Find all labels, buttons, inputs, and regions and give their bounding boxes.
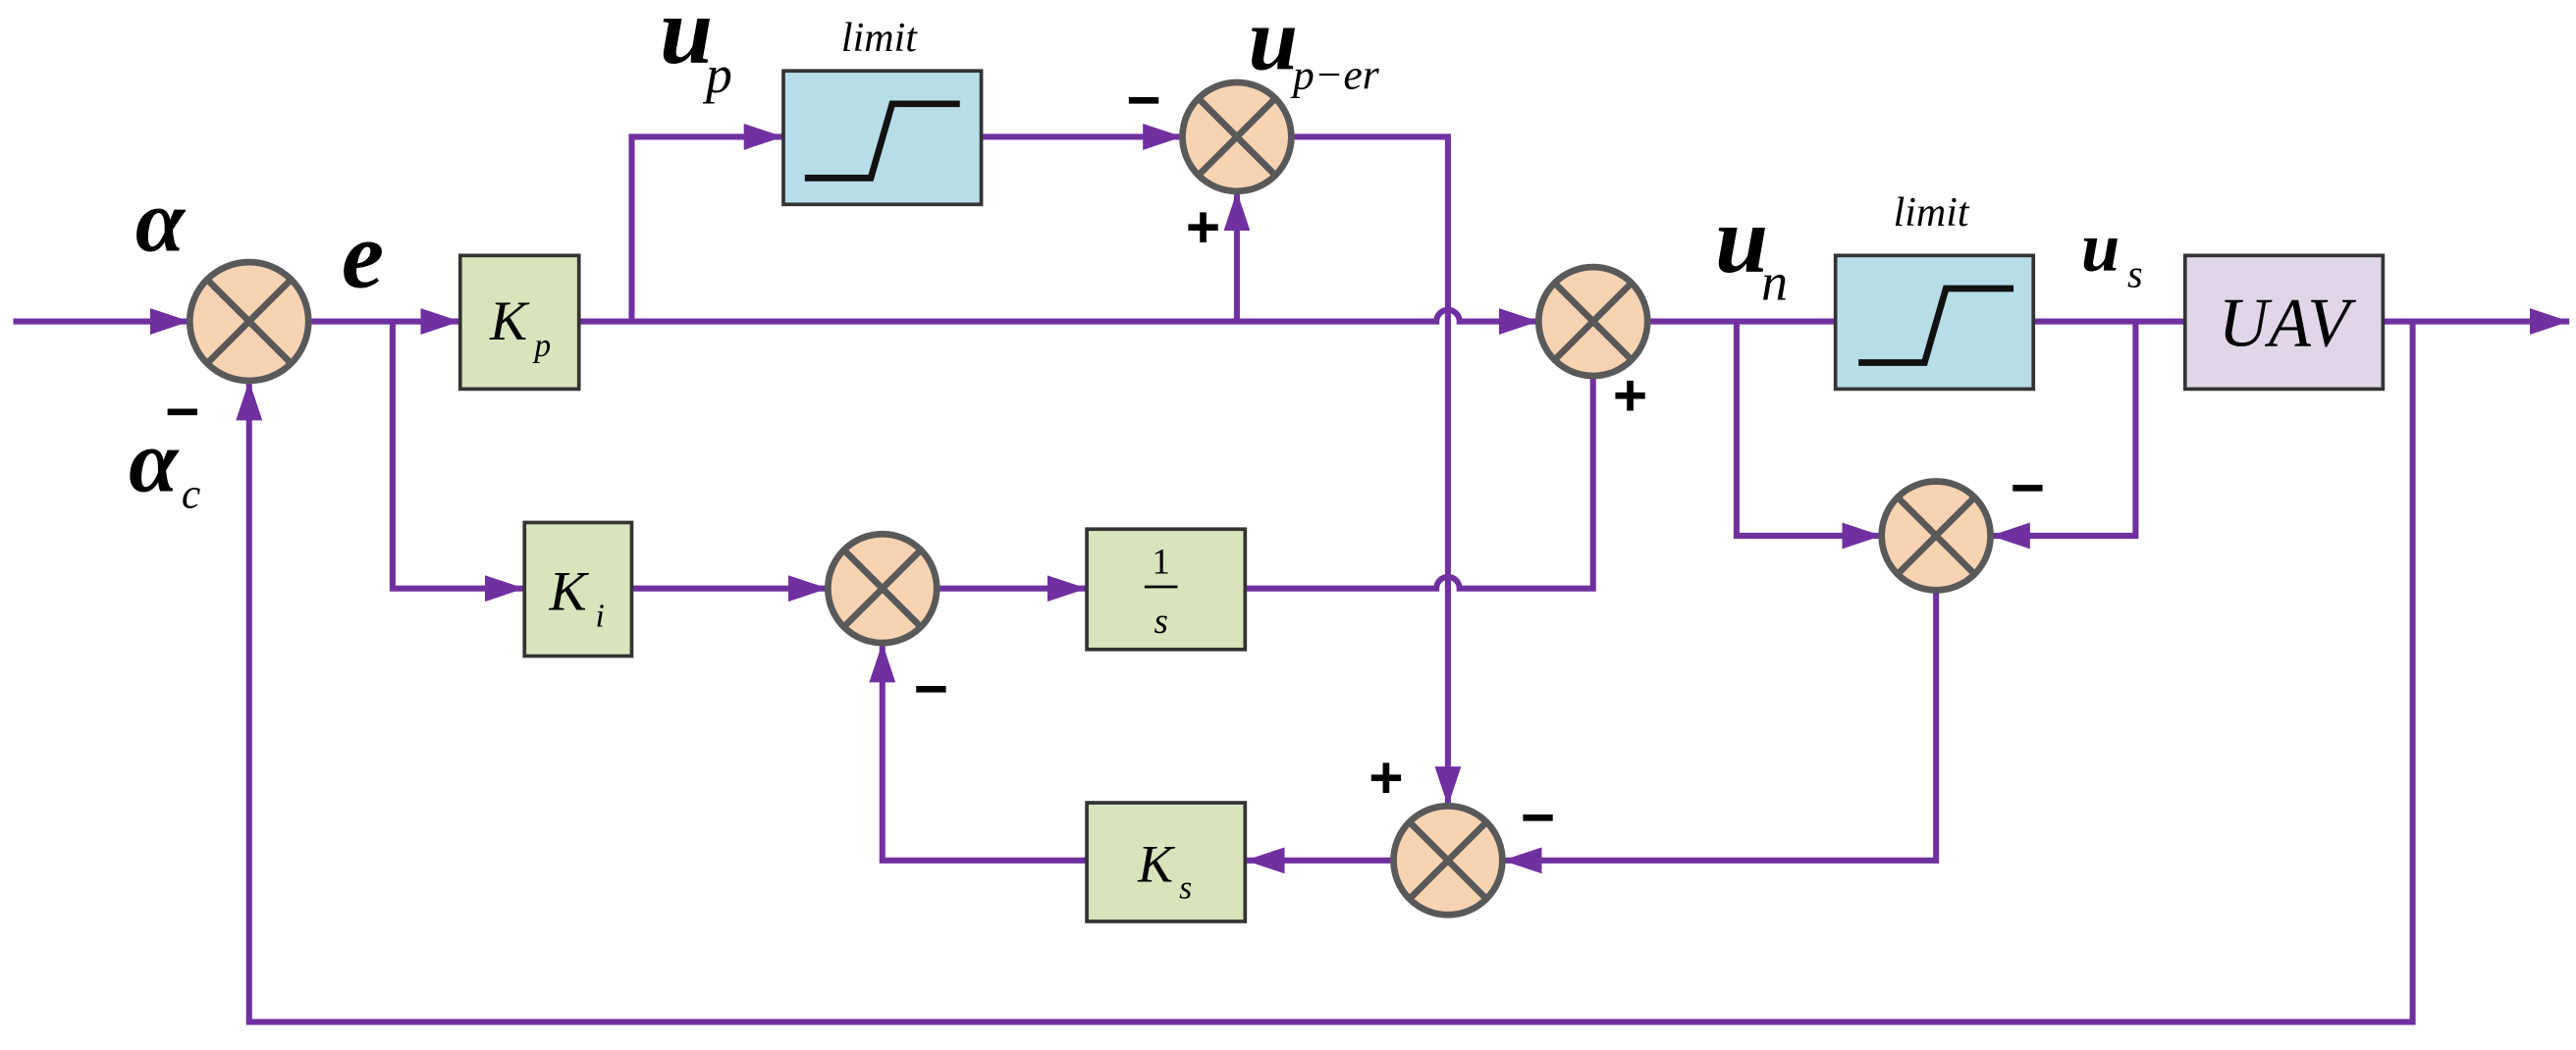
- sign-upper-summer-bottom: +: [1186, 193, 1220, 260]
- wire-kp-to-limit-upper: [628, 123, 783, 322]
- wire-ks-to-int-summer: [869, 643, 1088, 864]
- block-integrator: 1 s: [1085, 527, 1248, 652]
- sign-alpha-c-minus: −: [165, 378, 199, 445]
- wire-integrator-to-main-summer: [1245, 375, 1596, 592]
- sign-main-summer-bottom: +: [1613, 361, 1647, 428]
- summing-junction-main: [1534, 263, 1651, 380]
- block-uav-label: UAV: [2219, 286, 2357, 362]
- wire-un-to-sat-summer: [1733, 321, 1882, 550]
- signal-up-label: up: [660, 0, 732, 104]
- signal-us-base: u: [2081, 209, 2120, 286]
- summing-junction-error: [186, 258, 312, 385]
- sign-antiwindup-summer-right: −: [1521, 783, 1555, 850]
- signal-alpha-c-base: α: [129, 412, 180, 511]
- summer-cross: [1196, 95, 1278, 178]
- signal-up-er-label: up−er: [1249, 0, 1380, 99]
- block-ki-box: [522, 520, 634, 658]
- sign-saturation-summer-right: −: [2011, 453, 2045, 520]
- signal-un-sub: n: [1761, 253, 1788, 312]
- summing-junction-upper: [1179, 79, 1295, 195]
- wire-kp-to-main-summer: [578, 306, 1539, 335]
- block-ki-sub: i: [596, 598, 605, 634]
- block-ki-base: K: [548, 561, 589, 623]
- sign-upper-summer-left: −: [1126, 67, 1160, 133]
- block-ks-box: [1085, 801, 1248, 923]
- signal-alpha-c-sub: c: [182, 470, 200, 517]
- summer-cross: [1552, 281, 1635, 363]
- wires: [13, 123, 2570, 1025]
- summer-cross: [204, 277, 294, 366]
- signal-up-er-base: u: [1249, 0, 1298, 89]
- block-uav-box: [2182, 253, 2386, 392]
- signal-up-base: u: [660, 0, 713, 84]
- block-kp-base: K: [489, 290, 530, 352]
- wire-upper-summer-to-aw-summer: [1291, 133, 1462, 807]
- wire-feedback: [236, 321, 2416, 1025]
- block-kp-box: [457, 253, 581, 392]
- wire-error-to-ki: [389, 321, 525, 603]
- sign-antiwindup-summer-top: +: [1368, 744, 1403, 811]
- summer-cross: [1895, 495, 1977, 577]
- signal-up-er-sub: p−er: [1290, 52, 1380, 99]
- sign-integrator-summer-bottom: −: [914, 655, 948, 721]
- summer-cross: [1407, 819, 1489, 902]
- signal-up-sub: p: [702, 45, 732, 104]
- signal-un-label: un: [1715, 187, 1788, 312]
- signal-alpha-label: α: [135, 171, 187, 270]
- block-uav: UAV: [2182, 253, 2386, 392]
- block-limit-upper-label: limit: [841, 16, 918, 61]
- summing-junction-antiwindup: [1390, 803, 1506, 919]
- signal-un-base: u: [1715, 187, 1768, 293]
- summer-cross: [841, 548, 924, 630]
- block-integrator-box: [1085, 527, 1248, 652]
- block-kp-sub: p: [532, 328, 551, 364]
- block-integrator-numerator: 1: [1152, 542, 1169, 582]
- wire-sat-summer-to-aw-summer: [1502, 590, 1940, 874]
- block-limit-main-label: limit: [1894, 190, 1970, 236]
- block-limit-upper: limit: [781, 16, 984, 207]
- summing-junction-saturation: [1878, 478, 1994, 594]
- block-limit-main-box: [1833, 253, 2036, 392]
- block-integrator-denominator: s: [1154, 601, 1167, 641]
- block-ks-base: K: [1137, 835, 1176, 894]
- signal-us-sub: s: [2127, 251, 2143, 295]
- wire-us-to-sat-summer: [1990, 321, 2139, 550]
- summing-junction-integrator: [824, 530, 940, 647]
- saturation-step-icon: [804, 100, 960, 182]
- signal-error-label: e: [342, 202, 384, 308]
- saturation-step-icon: [1858, 285, 2014, 366]
- block-ks-sub: s: [1179, 869, 1192, 906]
- block-limit-main: limit: [1833, 190, 2036, 392]
